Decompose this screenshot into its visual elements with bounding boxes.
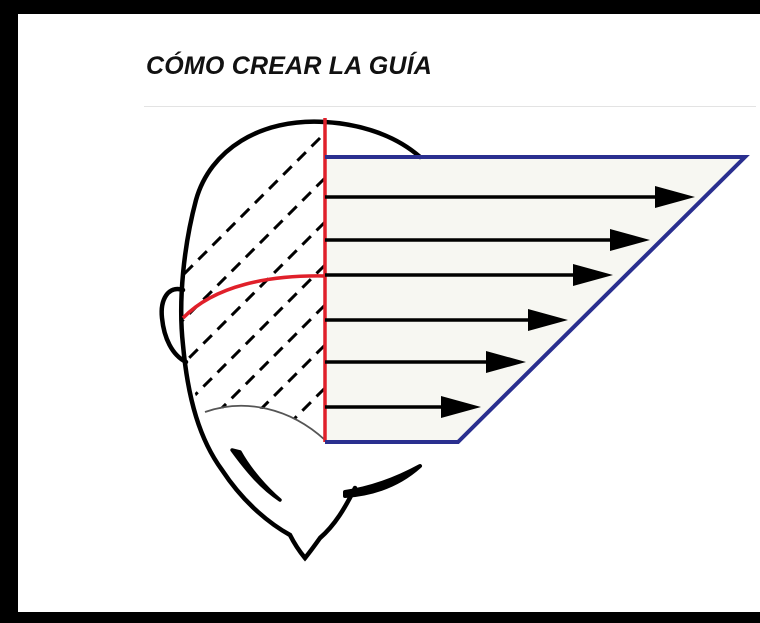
guide-triangle-fill bbox=[325, 157, 745, 442]
arrowhead-3 bbox=[573, 264, 613, 286]
guide-triangle bbox=[325, 155, 750, 444]
head-guide-diagram bbox=[159, 118, 750, 562]
eyebrow-right bbox=[343, 464, 422, 498]
arrowhead-6 bbox=[441, 396, 481, 418]
page-title: CÓMO CREAR LA GUÍA bbox=[146, 52, 432, 80]
ear-left bbox=[159, 286, 189, 365]
diagram-panel: CÓMO CREAR LA GUÍA bbox=[18, 14, 760, 612]
arrowhead-4 bbox=[528, 309, 568, 331]
diagonal-dashed-sections bbox=[181, 136, 325, 440]
arrowhead-1 bbox=[655, 186, 695, 208]
head-outline-right bbox=[322, 119, 423, 160]
hairline-curve bbox=[204, 405, 326, 441]
projection-arrows bbox=[325, 186, 695, 418]
head-outline bbox=[178, 119, 358, 562]
arrowhead-5 bbox=[486, 351, 526, 373]
title-divider bbox=[144, 106, 756, 107]
arrowhead-2 bbox=[610, 229, 650, 251]
curved-part-line bbox=[181, 274, 326, 320]
eyebrow-left bbox=[230, 448, 282, 502]
